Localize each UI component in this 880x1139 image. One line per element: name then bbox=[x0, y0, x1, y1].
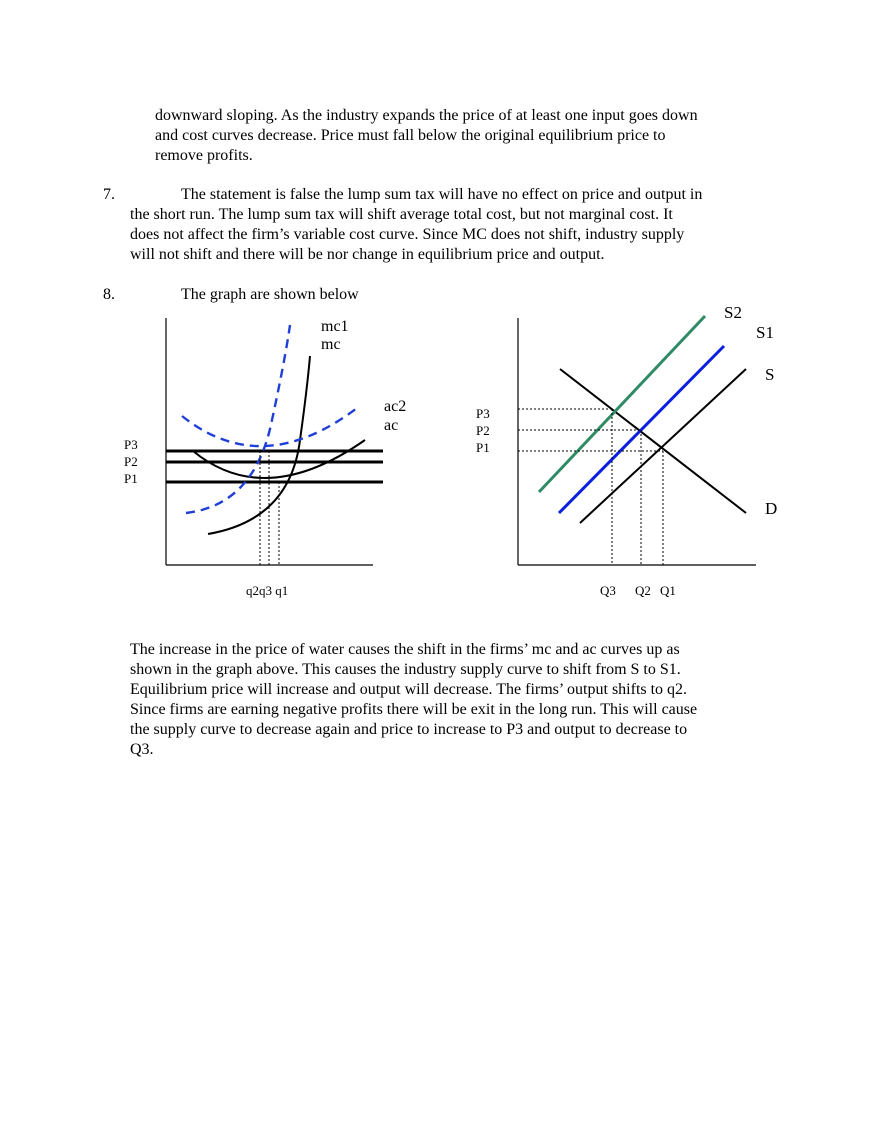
industry-supply-s2 bbox=[537, 314, 707, 494]
firm-ac-curve bbox=[192, 439, 366, 479]
intro-line: downward sloping. As the industry expand… bbox=[155, 107, 698, 124]
firm-mc1-curve bbox=[185, 324, 292, 515]
firm-mc-curve bbox=[207, 355, 311, 535]
industry-graph: S2 S1 S D P3 P2 P1 Q3 Q2 Q1 bbox=[476, 303, 777, 598]
closing-line: Since firms are earning negative profits… bbox=[130, 701, 698, 718]
firm-graph: mc1 mc ac2 ac P3 P2 P1 q2q3 q1 bbox=[124, 318, 406, 598]
item-8-lead: The graph are shown below bbox=[181, 286, 359, 303]
industry-label-s1: S1 bbox=[756, 323, 774, 342]
firm-label-ac2: ac2 bbox=[384, 398, 406, 415]
intro-line: and cost curves decrease. Price must fal… bbox=[155, 127, 666, 144]
closing-line: Q3. bbox=[130, 741, 154, 758]
firm-label-mc: mc bbox=[321, 336, 341, 353]
closing-line: the supply curve to decrease again and p… bbox=[130, 721, 688, 738]
industry-demand-curve bbox=[559, 368, 747, 514]
item-7-number: 7. bbox=[103, 186, 115, 203]
intro-line: remove profits. bbox=[155, 147, 253, 164]
industry-quantity-label-q1: Q1 bbox=[660, 583, 676, 598]
item-7-paragraph: The statement is false the lump sum tax … bbox=[130, 185, 702, 265]
industry-label-d: D bbox=[765, 499, 777, 518]
item-7-line: the short run. The lump sum tax will shi… bbox=[130, 206, 673, 223]
closing-line: shown in the graph above. This causes th… bbox=[130, 661, 681, 678]
firm-label-mc1: mc1 bbox=[321, 318, 349, 335]
industry-quantity-label-q3: Q3 bbox=[600, 583, 616, 598]
industry-price-label-p1: P1 bbox=[476, 440, 490, 455]
item-7-line: does not affect the firm’s variable cost… bbox=[130, 226, 685, 243]
closing-line: The increase in the price of water cause… bbox=[130, 641, 680, 658]
industry-quantity-label-q2: Q2 bbox=[635, 583, 651, 598]
industry-label-s2: S2 bbox=[724, 303, 742, 322]
firm-label-ac: ac bbox=[384, 417, 398, 434]
industry-label-s: S bbox=[765, 365, 774, 384]
industry-supply-s bbox=[579, 368, 747, 524]
item-7-line: will not shift and there will be nor cha… bbox=[130, 246, 605, 263]
item-7-line: The statement is false the lump sum tax … bbox=[181, 186, 703, 203]
intro-paragraph: downward sloping. As the industry expand… bbox=[155, 106, 698, 166]
industry-price-label-p2: P2 bbox=[476, 423, 490, 438]
firm-price-label-p1: P1 bbox=[124, 471, 138, 486]
closing-paragraph: The increase in the price of water cause… bbox=[130, 640, 697, 760]
firm-quantity-label: q2q3 q1 bbox=[246, 583, 288, 598]
firm-ac2-curve bbox=[181, 407, 358, 448]
industry-price-label-p3: P3 bbox=[476, 406, 490, 421]
industry-supply-s1 bbox=[557, 344, 726, 515]
firm-price-label-p3: P3 bbox=[124, 437, 138, 452]
closing-line: Equilibrium price will increase and outp… bbox=[130, 681, 688, 698]
firm-price-label-p2: P2 bbox=[124, 454, 138, 469]
item-8-number: 8. bbox=[103, 286, 115, 303]
